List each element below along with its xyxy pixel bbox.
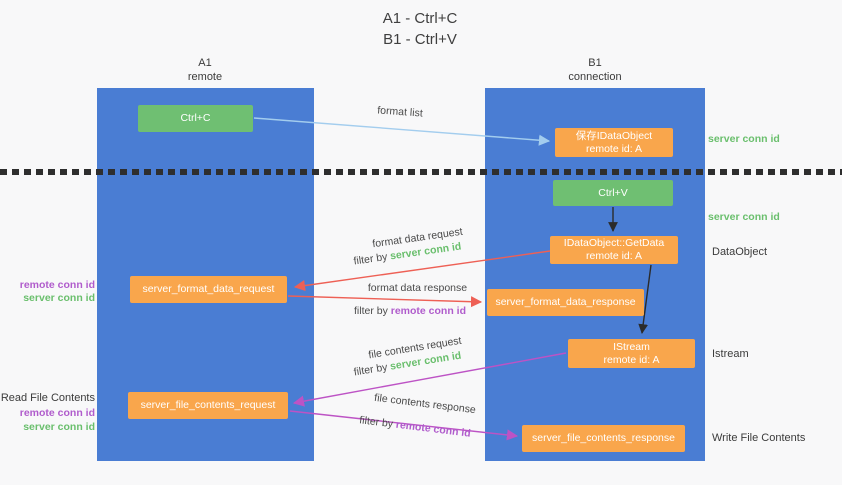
node-server-format-data-response-label: server_format_data_response [495, 296, 636, 308]
annotation-remote-conn-id-bottom: remote conn id [19, 407, 95, 419]
node-istream-line1: IStream [613, 340, 650, 353]
annotation-remote-conn-id-top: remote conn id [19, 279, 95, 291]
node-server-format-data-request: server_format_data_request [130, 276, 287, 303]
label-format-data-response-filter: filter by remote conn id [335, 305, 485, 317]
annotation-server-conn-id-left-top: server conn id [23, 292, 95, 304]
label-file-contents-response: file contents response [373, 391, 477, 417]
title-line-1: A1 - Ctrl+C [382, 10, 458, 27]
column-a1-subtitle: remote [187, 71, 223, 83]
annotation-server-conn-id-left-bottom: server conn id [23, 421, 95, 433]
column-b1-subtitle: connection [568, 71, 622, 83]
node-istream-line2: remote id: A [603, 353, 660, 366]
filter-prefix: filter by [358, 414, 397, 431]
node-istream: IStream remote id: A [568, 339, 695, 368]
node-idataobject-getdata-line2: remote id: A [585, 250, 643, 262]
title-line-2: B1 - Ctrl+V [383, 31, 457, 48]
label-file-contents-response-filter: filter by remote conn id [340, 412, 490, 442]
filter-prefix: filter by [352, 360, 392, 379]
node-save-idataobject: 保存IDataObject remote id: A [555, 128, 673, 157]
annotation-server-conn-id-mid: server conn id [708, 211, 780, 223]
phase-divider-dotted-line [0, 169, 842, 175]
node-server-file-contents-request: server_file_contents_request [128, 392, 288, 419]
column-a1-id: A1 [198, 57, 212, 69]
node-server-file-contents-response: server_file_contents_response [522, 425, 685, 452]
filter-prefix: filter by [352, 250, 391, 268]
annotation-server-conn-id-top: server conn id [708, 133, 780, 145]
node-save-idataobject-line2: remote id: A [585, 142, 643, 155]
node-ctrl-v-label: Ctrl+V [598, 186, 628, 199]
filter-value-remote-conn-id: remote conn id [390, 305, 467, 317]
label-format-data-response: format data response [367, 282, 468, 294]
column-header-b1: B1 connection [535, 56, 655, 84]
annotation-dataobject: DataObject [712, 246, 768, 258]
node-idataobject-getdata: IDataObject::GetData remote id: A [550, 236, 678, 264]
node-ctrl-c-label: Ctrl+C [180, 112, 211, 124]
annotation-istream: Istream [712, 348, 749, 360]
diagram-title: A1 - Ctrl+C B1 - Ctrl+V [320, 8, 520, 50]
node-server-format-data-request-label: server_format_data_request [142, 283, 275, 295]
annotation-read-file-contents: Read File Contents [0, 392, 95, 404]
label-format-list: format list [376, 104, 424, 120]
filter-value-remote-conn-id: remote conn id [395, 418, 472, 440]
node-server-file-contents-response-label: server_file_contents_response [531, 432, 675, 444]
column-b1-id: B1 [588, 57, 602, 69]
node-server-file-contents-request-label: server_file_contents_request [140, 399, 276, 411]
node-ctrl-v: Ctrl+V [553, 180, 673, 206]
annotation-write-file-contents: Write File Contents [712, 432, 806, 444]
node-idataobject-getdata-line1: IDataObject::GetData [563, 237, 665, 249]
node-save-idataobject-line1: 保存IDataObject [575, 129, 653, 142]
arrow-format-data-response [287, 295, 483, 308]
node-server-format-data-response: server_format_data_response [487, 289, 644, 316]
filter-prefix: filter by [353, 305, 391, 317]
column-header-a1: A1 remote [145, 56, 265, 84]
node-ctrl-c: Ctrl+C [138, 105, 253, 132]
